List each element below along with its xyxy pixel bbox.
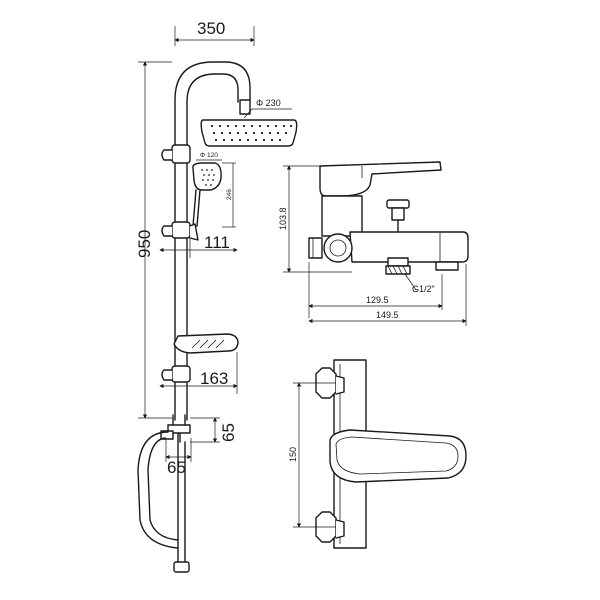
mixer-body	[321, 195, 363, 237]
spout	[349, 231, 469, 263]
head-diameter-label: Φ 230	[256, 98, 281, 108]
mixer-width-short-label: 129.5	[366, 295, 389, 305]
hose-loop	[137, 431, 179, 549]
centers-150-label: 150	[288, 447, 298, 462]
shower-outlet	[385, 257, 411, 275]
front-lever	[329, 429, 467, 483]
height-950-label: 950	[135, 230, 154, 258]
mixer-width-long-label: 149.5	[376, 310, 399, 320]
mixer-height-label: 103.8	[278, 207, 288, 230]
mixer-front-view: 150	[288, 359, 467, 549]
hose-inlet	[137, 414, 191, 573]
wall-connector	[323, 233, 353, 263]
top-nut	[315, 367, 345, 399]
overhead-arm	[174, 61, 251, 151]
mixer-lever	[319, 161, 442, 197]
shower-column: Φ 230 Φ 120 246	[135, 19, 298, 573]
dish-163-label: 163	[200, 369, 228, 388]
thread-label: G1/2"	[412, 284, 435, 294]
bottom-nut	[315, 511, 345, 543]
hand-length-label: 246	[226, 189, 233, 200]
mixer-side-view: G1/2" 103.8 129.5 149.5	[278, 161, 469, 326]
slider-holder	[161, 221, 199, 241]
hand-diameter-label: Φ 120	[200, 152, 218, 159]
rain-shower-head	[200, 99, 298, 147]
inlet-65-horizontal-label: 65	[167, 458, 186, 477]
hose-straight	[177, 441, 186, 566]
inlet-65-vertical-label: 65	[219, 423, 238, 442]
lower-wall-bracket	[161, 365, 191, 383]
upper-wall-bracket	[161, 144, 191, 164]
diverter-knob	[386, 199, 410, 233]
soap-dish	[173, 333, 239, 354]
width-350-label: 350	[197, 19, 225, 38]
hand-shower	[192, 162, 222, 227]
slider-111-label: 111	[204, 233, 230, 252]
